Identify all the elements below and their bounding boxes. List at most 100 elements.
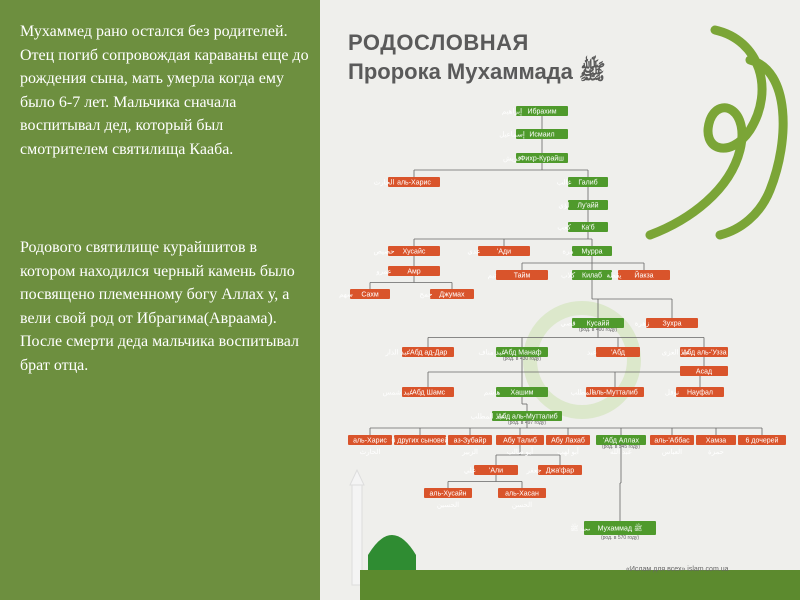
tree-node-box — [546, 435, 590, 445]
tree-node-box — [424, 488, 472, 498]
second-paragraph: Родового святилище курайшитов в котором … — [20, 239, 300, 374]
tree-node-arabic: عبد — [587, 350, 597, 357]
tree-node-arabic: المطلب — [570, 389, 593, 397]
tree-node-box — [496, 435, 544, 445]
tree-node-label: Ибрахим — [527, 108, 556, 116]
tree-node-arabic: عبد مناف — [478, 349, 505, 357]
tree-node: Джумах جمح — [420, 289, 474, 299]
tree-node-box — [496, 347, 548, 357]
tree-lines — [369, 116, 763, 521]
tree-node-arabic: جعفر — [525, 468, 541, 475]
tree-node-box — [568, 200, 608, 210]
tree-node-arabic: عبد الدار — [385, 349, 411, 357]
diagram-title: РОДОСЛОВНАЯ — [348, 30, 529, 55]
tree-node-label: Хашим — [511, 390, 534, 397]
tree-node-label: Амр — [407, 269, 420, 276]
tree-node-box — [516, 106, 568, 116]
tree-node-box — [474, 465, 518, 475]
tree-node-label: Науфал — [687, 390, 713, 397]
tree-node: Асад — [680, 366, 728, 376]
tree-node-box — [618, 270, 670, 280]
tree-node-arabic: يقظة — [607, 272, 622, 280]
tree-node-label: аль-Хасан — [505, 491, 539, 498]
tree-node-arabic: الحارث — [360, 448, 381, 456]
tree-node-label: 'Абд аль-Мутталиб — [496, 413, 557, 421]
tree-node-label: аль-'Аббас — [654, 437, 690, 445]
tree-node-label: Лу'айй — [577, 202, 598, 210]
tree-node-box — [516, 153, 568, 163]
tree-node-arabic: كعب — [557, 224, 571, 232]
tree-node-label: аль-Мутталиб — [592, 389, 638, 397]
tree-node-box — [596, 347, 640, 357]
tree-node-arabic: عمرو — [375, 269, 391, 276]
birth-year-note: (род. в 497 году) — [508, 420, 546, 426]
tree-node-arabic: محمد ﷺ — [570, 523, 590, 533]
tree-node-label: Джумах — [439, 292, 465, 299]
mosque-base — [360, 570, 800, 600]
birth-year-note: (род. в 400 году) — [579, 327, 617, 333]
tree-node-box — [402, 387, 454, 397]
tree-node-arabic: سهم — [339, 292, 353, 299]
tree-node-box — [388, 177, 440, 187]
tree-node-arabic: جمح — [420, 292, 433, 299]
tree-node-arabic: عدي — [467, 249, 480, 256]
green-dome — [368, 535, 416, 580]
tree-node-box — [584, 521, 656, 535]
tree-node-arabic: تيم — [488, 273, 497, 280]
tree-node: Мухаммад ﷺ محمد ﷺ — [570, 521, 656, 535]
tree-node-label: 'Абд — [611, 349, 625, 357]
tree-node-arabic: إسماعيل — [499, 131, 525, 139]
tree-node-label: Хамза — [706, 438, 727, 445]
tree-node-label: аль-Харис — [353, 438, 387, 445]
tree-node-label: аль-Хусайн — [429, 490, 466, 498]
tree-node-box — [568, 222, 608, 232]
tree-node-box — [538, 465, 582, 475]
tree-node-arabic: أبو لهب — [557, 446, 579, 456]
minaret-top — [349, 468, 365, 486]
tree-node-label: Фихр-Курайш — [520, 155, 564, 163]
tree-node-arabic: غالب — [557, 179, 572, 187]
tree-node-box — [478, 246, 530, 256]
tree-node-label: 6 других сыновей — [392, 437, 449, 445]
tree-node-box — [496, 270, 548, 280]
tree-node-label: Ка'б — [581, 224, 594, 232]
tree-node: Амр عمرو — [375, 266, 440, 276]
tree-node-arabic: عبد الله — [610, 448, 632, 456]
tree-node: аль-Харис الحارث — [348, 435, 392, 456]
tree-node-box — [496, 387, 548, 397]
tree-node-arabic: العباس — [662, 448, 682, 456]
tree-node-box — [402, 347, 454, 357]
tree-node-arabic: الزبير — [461, 448, 478, 456]
tree-node-box — [388, 266, 440, 276]
tree-node-label: 6 дочерей — [746, 437, 779, 445]
intro-paragraph: Мухаммед рано остался без родителей. Оте… — [20, 23, 309, 158]
tree-node: 6 других сыновей — [392, 435, 449, 445]
tree-node-label: Мухаммад ﷺ — [598, 523, 643, 533]
tree-node-box — [394, 435, 446, 445]
tree-node-box — [738, 435, 786, 445]
tree-notes: (род. в 400 году)(род. в 430 году)(род. … — [503, 327, 640, 541]
tree-node-label: Зухра — [662, 321, 681, 328]
tree-node-box — [572, 270, 612, 280]
birth-year-note: (род. в 570 году) — [601, 535, 639, 541]
tree-node-label: 'Абд Шамс — [411, 389, 446, 397]
genealogy-tree: ИбрахимإبراهيمИсмаилإسماعيلФихр-Курайшقر… — [339, 25, 800, 600]
